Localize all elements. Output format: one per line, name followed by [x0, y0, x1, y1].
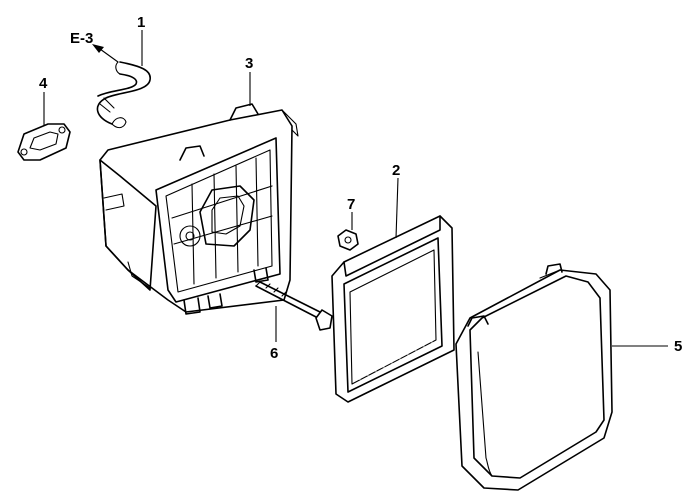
callout-6: 6	[270, 345, 278, 362]
callout-1: 1	[137, 14, 145, 31]
bolt-part	[255, 281, 333, 331]
gasket-part	[17, 123, 71, 161]
hose-part	[96, 61, 151, 129]
callout-2: 2	[392, 162, 400, 179]
callout-5: 5	[674, 338, 682, 355]
reference-label-e3: E-3	[70, 30, 93, 47]
air-cleaner-cover-part	[455, 263, 613, 491]
reference-arrow	[92, 44, 119, 63]
callout-3: 3	[245, 55, 253, 72]
nut-part	[337, 229, 359, 251]
air-cleaner-case-part	[99, 103, 299, 315]
callout-4: 4	[39, 75, 48, 92]
leader-2	[395, 177, 399, 239]
filter-element-part	[331, 215, 455, 403]
callout-7: 7	[347, 196, 355, 213]
